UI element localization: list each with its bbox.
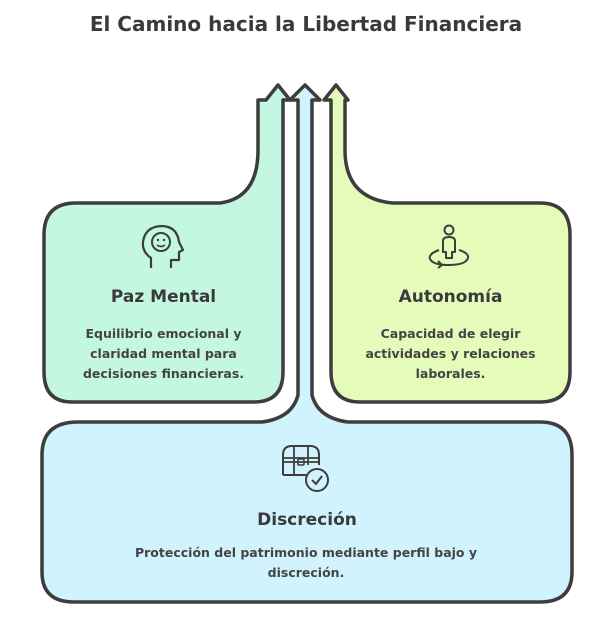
autonomia-title: Autonomía	[398, 287, 503, 307]
treasure-chest-check-icon	[282, 445, 329, 492]
autonomia-description: Capacidad de elegir actividades y relaci…	[365, 326, 536, 381]
smiling-head-icon	[141, 224, 185, 268]
paz-mental-description: Equilibrio emocional y claridad mental p…	[82, 326, 245, 381]
paz-mental-title: Paz Mental	[110, 287, 217, 307]
discrecion-shape	[40, 83, 574, 604]
person-rotate-icon	[428, 224, 470, 269]
discrecion-title: Discreción	[257, 510, 357, 530]
discrecion-description: Protección del patrimonio mediante perfi…	[134, 545, 478, 580]
paz-mental-shape	[42, 83, 292, 404]
page-title: El Camino hacia la Libertad Financiera	[89, 12, 523, 36]
autonomia-shape	[322, 83, 572, 404]
